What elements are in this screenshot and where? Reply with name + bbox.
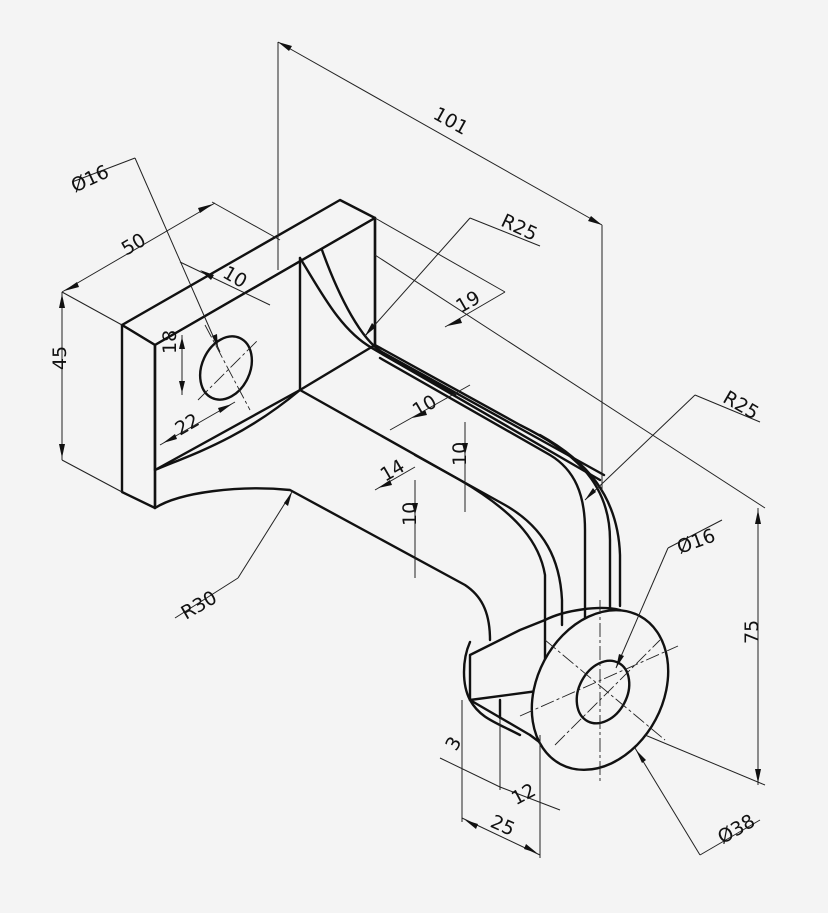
dim-18: 18 (159, 330, 181, 354)
dim-phi16-top: Ø16 (68, 161, 113, 197)
plate-hole (198, 335, 254, 401)
centerlines (197, 324, 679, 782)
dimension-lines (59, 41, 766, 858)
dim-r25-top: R25 (498, 210, 541, 246)
dim-101: 101 (429, 103, 471, 140)
dim-3: 3 (441, 733, 466, 754)
lower-arm-bottom-edge (153, 487, 492, 642)
dim-25: 25 (487, 811, 518, 841)
object-outline (120, 198, 670, 772)
dim-phi38: Ø38 (714, 810, 759, 849)
top-rib-inner-edge (320, 248, 606, 477)
lower-arm-top-edge (153, 388, 302, 472)
dim-19: 19 (452, 287, 484, 318)
dim-14: 14 (377, 455, 409, 486)
dim-10-vert-a: 10 (449, 442, 471, 466)
dim-r30: R30 (177, 587, 220, 625)
top-rib-right-edge (373, 343, 612, 610)
boss-front-face (530, 608, 670, 772)
dim-phi16-boss: Ø16 (674, 525, 718, 559)
dim-r25-right: R25 (719, 387, 762, 425)
dim-45: 45 (49, 346, 71, 370)
plate-left-face (120, 323, 157, 510)
dim-12: 12 (508, 779, 540, 810)
dim-10-vert-b: 10 (399, 502, 421, 526)
boss-web (468, 618, 547, 702)
dim-50: 50 (118, 229, 150, 260)
top-rib-left-edge (298, 256, 602, 482)
dim-75: 75 (741, 620, 763, 644)
